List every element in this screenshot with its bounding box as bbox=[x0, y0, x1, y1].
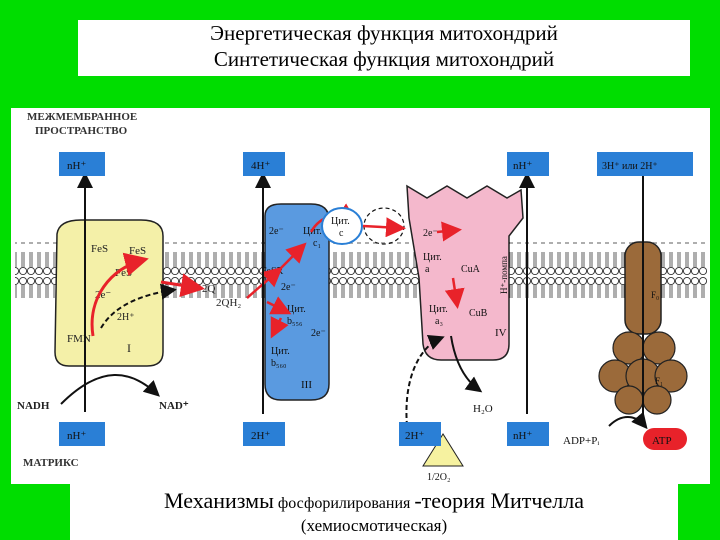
respiratory-chain-diagram: МЕЖМЕМБРАННОЕ ПРОСТРАНСТВО МАТРИКС FeS F… bbox=[11, 108, 710, 484]
cub-label: CuB bbox=[469, 308, 488, 319]
cyt-c1-sub: c₁ bbox=[313, 238, 321, 249]
complex-1-roman: I bbox=[127, 341, 131, 355]
nadh-oxidation-arrow bbox=[61, 375, 157, 404]
cyt-a-label: Цит. bbox=[423, 252, 442, 263]
c3-electrons-bottom-label: 2e⁻ bbox=[311, 328, 326, 339]
nad-label: NAD⁺ bbox=[159, 400, 189, 412]
atp-label: ATP bbox=[652, 435, 672, 447]
nadh-label: NADH bbox=[17, 400, 50, 412]
f1-subunit-7 bbox=[643, 386, 671, 414]
cyt-c-to-c4-arrow bbox=[363, 226, 401, 228]
intermembrane-label-2: ПРОСТРАНСТВО bbox=[35, 125, 128, 137]
cyt-b560-label: Цит. bbox=[271, 346, 290, 357]
complex-3-roman: III bbox=[301, 379, 312, 391]
fes-2-label: FeS bbox=[129, 245, 146, 257]
caption-line-1: Механизмы фосфорилирования -теория Митче… bbox=[70, 488, 678, 514]
c3-electrons-mid-label: 2e⁻ bbox=[281, 282, 296, 293]
c1-proton-out-label: nH⁺ bbox=[67, 160, 86, 172]
cyt-b556-label: Цит. bbox=[287, 304, 306, 315]
cyt-a-sub: a bbox=[425, 264, 430, 275]
intermembrane-label-1: МЕЖМЕМБРАННОЕ bbox=[27, 111, 137, 123]
caption-part-3: -теория Митчелла bbox=[414, 488, 584, 513]
green-left-band bbox=[0, 108, 11, 540]
matrix-label: МАТРИКС bbox=[23, 457, 79, 469]
title-line-2: Синтетическая функция митохондрий bbox=[78, 46, 690, 72]
c3-proton-out-label: 4H⁺ bbox=[251, 160, 270, 172]
green-right-band bbox=[710, 108, 720, 540]
caption-line-2: (хемиосмотическая) bbox=[70, 516, 678, 536]
fmn-label: FMN bbox=[67, 333, 91, 345]
atp-synthase-proton-label: 3H⁺ или 2H⁺ bbox=[602, 161, 658, 172]
caption-box: Механизмы фосфорилирования -теория Митче… bbox=[70, 484, 678, 540]
cyt-b560-sub: b₅₆₀ bbox=[271, 358, 287, 369]
cyt-c-label: Цит. bbox=[331, 216, 350, 227]
cua-label: CuA bbox=[461, 264, 481, 275]
oxygen-label: 1/2O₂ bbox=[427, 472, 451, 483]
h-pump-label: H⁺-помпа bbox=[499, 256, 509, 294]
c3-proton-in-label: 2H⁺ bbox=[251, 430, 270, 442]
caption-part-2: фосфорилирования bbox=[278, 495, 410, 512]
c1-proton-in-label: nH⁺ bbox=[67, 430, 86, 442]
cyt-a3-label: Цит. bbox=[429, 304, 448, 315]
c1-protons-label: 2H⁺ bbox=[117, 312, 135, 323]
complex-4-roman: IV bbox=[495, 327, 507, 339]
c4-proton-in-label-2: nH⁺ bbox=[513, 430, 532, 442]
caption-part-1: Механизмы bbox=[164, 488, 274, 513]
f0-label: F₀ bbox=[651, 290, 659, 300]
f1-subunit-6 bbox=[615, 386, 643, 414]
c4-proton-out-label: nH⁺ bbox=[513, 160, 532, 172]
title-line-1: Энергетическая функция митохондрий bbox=[78, 20, 690, 46]
q-label: 2Q bbox=[202, 283, 216, 295]
c4-proton-in-label-1: 2H⁺ bbox=[405, 430, 424, 442]
fes-1-label: FeS bbox=[91, 243, 108, 255]
title-box: Энергетическая функция митохондрий Синте… bbox=[78, 20, 690, 76]
f1-label: F₁ bbox=[655, 376, 663, 386]
adp-label: ADP+Pᵢ bbox=[563, 435, 599, 447]
cyt-c-sub: c bbox=[339, 228, 344, 239]
atp-synthesis-arrow bbox=[609, 417, 645, 426]
cyt-b556-sub: b₅₅₆ bbox=[287, 316, 303, 327]
c4-electrons-label: 2e⁻ bbox=[423, 228, 438, 239]
cyt-a3-sub: a₃ bbox=[435, 316, 443, 327]
qh2-label: 2QH₂ bbox=[216, 297, 241, 309]
c3-electrons-top-label: 2e⁻ bbox=[269, 226, 284, 237]
water-label: H₂O bbox=[473, 403, 493, 415]
